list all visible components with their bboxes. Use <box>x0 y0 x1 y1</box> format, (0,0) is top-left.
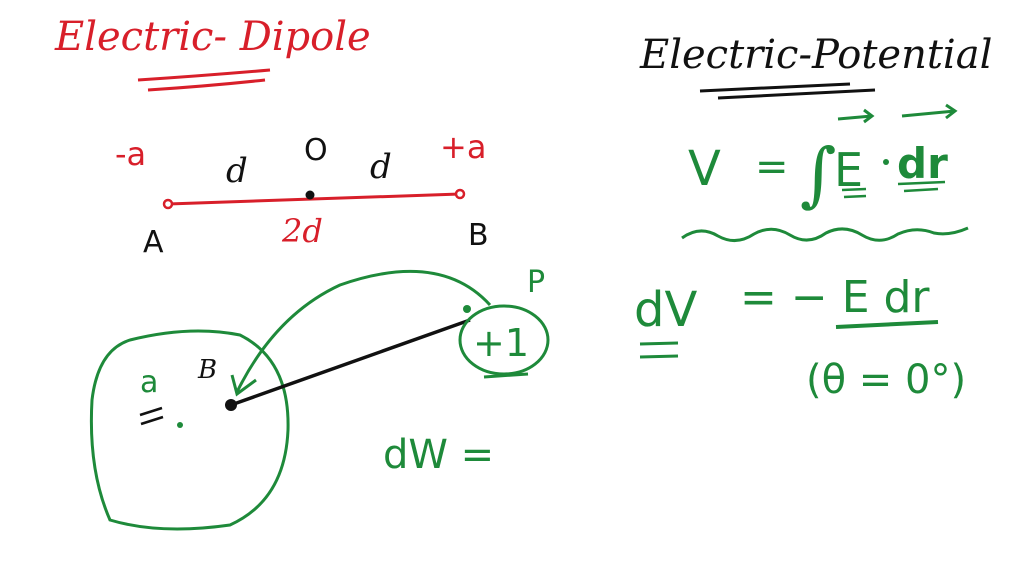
test-charge-circle <box>458 304 550 376</box>
E-vector-arrow <box>837 108 875 124</box>
dr-underline-2 <box>903 187 939 193</box>
test-charge-label: +1 <box>473 321 529 365</box>
eq2-rhs: = − E dr <box>740 272 930 323</box>
E-underline <box>841 187 867 192</box>
title-underline-2 <box>147 78 266 92</box>
dipole-axis <box>167 192 461 206</box>
sphere-center-dot <box>177 422 183 428</box>
charge-B-dot <box>454 188 466 200</box>
sphere-charge-label: a <box>140 365 158 400</box>
potential-title: Electric-Potential <box>639 32 992 78</box>
point-P-dot <box>463 305 471 313</box>
title-underline <box>137 68 271 82</box>
Edr-underline <box>835 320 939 329</box>
integral-sign: ∫ <box>800 133 836 215</box>
work-expression: dW = <box>383 432 494 478</box>
dV-underline-2 <box>639 354 679 359</box>
eq1-V: V <box>688 141 721 197</box>
point-B-inner-label: B <box>197 355 217 385</box>
sphere-charge-underline <box>139 406 163 417</box>
left-d-label: d <box>226 151 248 191</box>
arrow-head <box>230 374 257 397</box>
right-d-label: d <box>370 147 392 187</box>
charge-A-dot <box>162 198 174 210</box>
pos-charge-label: +a <box>440 128 486 166</box>
point-A-label: A <box>143 225 164 260</box>
point-B-label: B <box>468 218 489 253</box>
neg-charge-label: -a <box>115 135 146 173</box>
center-O-dot <box>305 190 315 200</box>
charge-sphere <box>89 329 290 531</box>
eq2-condition: (θ = 0°) <box>806 357 966 403</box>
total-length-label: 2d <box>281 212 323 250</box>
dr-vector-arrow <box>901 103 958 120</box>
displacement-line <box>230 318 471 407</box>
dipole-title: Electric- Dipole <box>54 14 371 60</box>
point-P-label: P <box>527 265 545 300</box>
eq1-wavy-underline <box>681 226 969 242</box>
eq2-dV: dV <box>634 282 697 338</box>
dot-product <box>883 159 889 165</box>
eq1-dr: dr <box>897 139 948 188</box>
dV-underline <box>639 341 679 346</box>
potential-underline <box>699 82 851 93</box>
E-underline-2 <box>843 194 867 199</box>
eq1-E: E <box>834 143 863 197</box>
potential-underline-2 <box>717 88 876 100</box>
sphere-charge-underline-2 <box>140 415 164 426</box>
center-O-label: O <box>304 133 328 168</box>
eq1-equals: = <box>755 144 789 190</box>
test-charge-underline <box>483 372 529 379</box>
dr-underline <box>897 180 946 186</box>
transfer-arc-arrow <box>235 269 492 393</box>
